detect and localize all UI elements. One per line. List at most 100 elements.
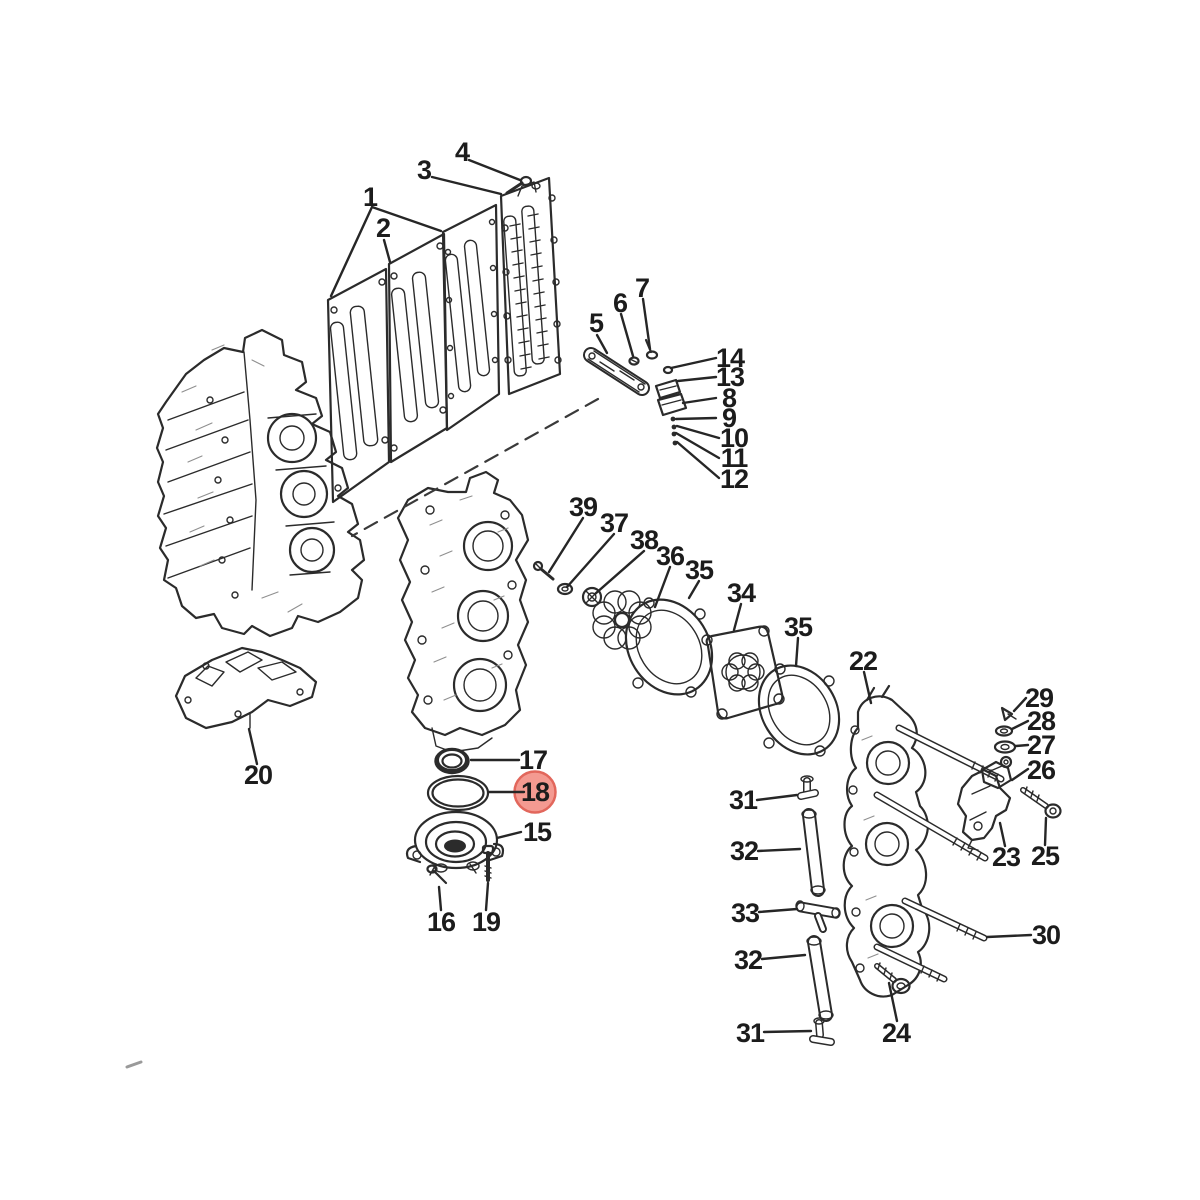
leader-3 (430, 175, 503, 196)
intake-manifold-22 (842, 684, 931, 998)
leader-35b (794, 636, 800, 668)
fuel-line-elbow-31-top (797, 775, 819, 800)
callout-31a: 31 (729, 785, 758, 815)
leader-6 (619, 312, 635, 358)
fuel-tube-32-bottom (806, 935, 834, 1022)
fuel-line-elbow-31-bottom (809, 1017, 835, 1046)
callout-34: 34 (727, 578, 756, 608)
callout-3: 3 (417, 155, 432, 185)
callout-36: 36 (656, 541, 685, 571)
callout-39: 39 (569, 492, 598, 522)
reed-stop-5 (583, 347, 650, 396)
callout-17: 17 (519, 745, 547, 775)
leader-29 (1012, 696, 1028, 713)
pump-gasket-35-front (624, 597, 714, 698)
manifold-bolts-30 (873, 724, 1005, 983)
leader-35a (687, 579, 701, 600)
leader-10 (675, 424, 721, 440)
leader-34 (732, 602, 743, 632)
tee-fitting-33 (795, 900, 841, 933)
bolt-25 (1020, 786, 1062, 819)
callout-8: 8 (722, 383, 737, 413)
leader-19 (484, 881, 490, 912)
leader-layer (247, 158, 1048, 1034)
bolt-24 (874, 962, 911, 995)
leader-38 (593, 549, 646, 596)
callout-18: 18 (521, 777, 550, 807)
leader-36 (653, 565, 672, 609)
reed-valve-plate (499, 176, 562, 396)
callout-2: 2 (376, 213, 390, 243)
leader-28 (1010, 719, 1030, 731)
callout-24: 24 (882, 1018, 911, 1048)
screw-6 (628, 356, 640, 366)
callout-37: 37 (600, 508, 628, 538)
screw-16 (426, 864, 448, 885)
callout-10: 10 (720, 423, 748, 453)
gasket-plate-2 (387, 232, 449, 464)
leader-39 (547, 516, 585, 574)
assembly-dashed-line (350, 397, 600, 538)
callout-31b: 31 (736, 1018, 765, 1048)
callout-7: 7 (635, 273, 649, 303)
leader-15 (495, 830, 523, 840)
callout-32b: 32 (734, 945, 762, 975)
base-gasket (174, 646, 318, 730)
fuel-pump-body-34 (701, 625, 785, 720)
callout-25: 25 (1031, 841, 1060, 871)
leader-4 (467, 158, 522, 182)
leader-7 (641, 297, 652, 351)
leader-25 (1043, 816, 1048, 847)
screw-4 (505, 175, 541, 195)
cylinder-head (396, 470, 530, 753)
leader-23 (998, 821, 1007, 848)
leader-1 (329, 205, 443, 298)
callout-30: 30 (1032, 920, 1060, 950)
callout-20: 20 (244, 760, 272, 790)
bracket-23 (956, 768, 1012, 851)
callout-6: 6 (613, 288, 628, 318)
gasket-plate-1 (326, 267, 391, 504)
callout-35a: 35 (685, 555, 714, 585)
leader-26 (1010, 767, 1030, 782)
leader-32a (756, 847, 802, 853)
oil-seal-17 (434, 747, 470, 775)
callout-19: 19 (472, 907, 501, 937)
leader-9 (674, 416, 718, 421)
screw-29 (1000, 706, 1017, 722)
callout-29: 29 (1025, 683, 1054, 713)
corner-tick (125, 1060, 143, 1069)
reed-block-assembly (654, 365, 688, 446)
callout-23: 23 (992, 842, 1021, 872)
pump-gasket-35-rear (757, 663, 841, 757)
leader-11 (674, 431, 721, 460)
cylinder-block (155, 328, 366, 638)
leader-30 (985, 933, 1033, 939)
pump-screw-39 (532, 560, 555, 581)
o-ring-18 (426, 774, 490, 812)
leader-37 (565, 532, 616, 589)
callout-14: 14 (716, 343, 745, 373)
leader-31a (755, 793, 799, 802)
callout-33: 33 (731, 898, 760, 928)
screw-7 (644, 338, 659, 360)
callout-22: 22 (849, 646, 877, 676)
leader-14 (669, 356, 718, 370)
callout-32a: 32 (730, 836, 758, 866)
callout-5: 5 (589, 308, 604, 338)
fuel-tube-32-top (801, 808, 826, 897)
leader-22 (862, 670, 873, 705)
leader-27 (1014, 743, 1030, 748)
callout-35b: 35 (784, 612, 813, 642)
callout-16: 16 (427, 907, 456, 937)
leader-31b (762, 1029, 813, 1034)
washer-28 (994, 725, 1014, 737)
callout-28: 28 (1027, 706, 1056, 736)
callout-11: 11 (721, 443, 749, 473)
callout-4: 4 (455, 137, 470, 167)
leader-32b (760, 953, 807, 961)
leader-16 (437, 885, 443, 912)
